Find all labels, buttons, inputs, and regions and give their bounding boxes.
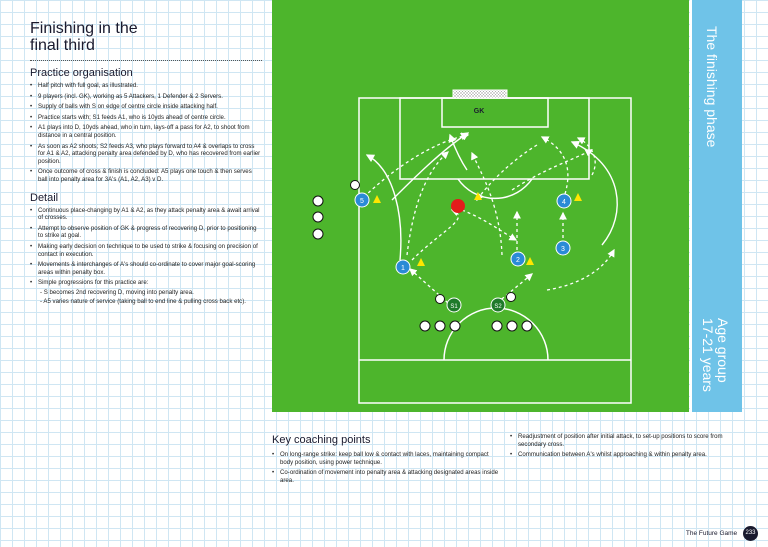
attacker-1 — [395, 259, 411, 275]
ball — [434, 320, 446, 332]
dotted-rule — [30, 60, 262, 61]
list-item: Co-ordination of movement into penalty a… — [272, 469, 502, 484]
server-s1 — [446, 297, 462, 313]
list-item: Communication between A's whilst approac… — [510, 451, 740, 459]
overlap-a4 — [540, 136, 569, 195]
pitch-diagram: GK — [272, 0, 689, 412]
detail-heading: Detail — [30, 191, 59, 204]
goal-net — [452, 89, 508, 99]
attacker-4 — [556, 193, 572, 209]
coaching-column-left: Key coaching points On long-range strike… — [272, 434, 502, 487]
list-item: Readjustment of position after initial a… — [510, 433, 740, 448]
left-column: Finishing in the final third Practice or… — [30, 20, 262, 309]
ball — [491, 320, 503, 332]
pass-lines — [363, 132, 615, 304]
ball — [312, 228, 324, 240]
ball — [419, 320, 431, 332]
server-s2-label: S2 — [494, 304, 502, 310]
attackers: 5 1 2 3 4 — [354, 192, 572, 275]
layoff-d-a2 — [461, 209, 518, 241]
gk-label: GK — [474, 108, 485, 115]
list-item: Attempt to observe position of GK & prog… — [30, 225, 262, 240]
pitch-svg: GK — [312, 89, 632, 404]
list-item: On long-range strike: keep ball low & co… — [272, 451, 502, 466]
run-a3 — [546, 248, 615, 291]
cone — [417, 258, 425, 266]
attacker-1-label: 1 — [401, 265, 405, 272]
run-a5-solid — [391, 132, 470, 201]
ball — [506, 292, 516, 302]
page-footer: The Future Game 233 — [686, 526, 758, 541]
pass-a1-d — [411, 208, 460, 261]
organisation-list: Half pitch with full goal, as illustrate… — [30, 82, 262, 184]
organisation-heading: Practice organisation — [30, 67, 133, 79]
penalty-area — [399, 97, 590, 180]
server-s1-label: S1 — [450, 304, 458, 310]
run-a3-solid — [570, 140, 618, 246]
list-item: Continuous place-changing by A1 & A2, as… — [30, 207, 262, 222]
footer-label: The Future Game — [685, 530, 738, 538]
progression-1: - S becomes 2nd recovering D, moving int… — [40, 288, 194, 296]
six-yard-box — [441, 97, 549, 128]
coaching-column-right: Readjustment of position after initial a… — [510, 433, 740, 462]
servers: S1 S2 — [446, 297, 506, 313]
defender — [451, 199, 465, 213]
pitch-lines — [358, 97, 632, 404]
list-item: As soon as A2 shoots; S2 feeds A3, who p… — [30, 143, 262, 166]
solid-runs — [365, 132, 618, 261]
attacker-4-label: 4 — [562, 199, 566, 206]
attacker-3 — [555, 240, 571, 256]
centre-circle — [443, 307, 549, 361]
ball — [449, 320, 461, 332]
ball — [312, 195, 324, 207]
run-a1-solid — [365, 154, 402, 261]
server-s2 — [490, 297, 506, 313]
phase-label: The finishing phase — [704, 26, 720, 148]
list-item: Making early decision on technique to be… — [30, 243, 262, 258]
cone — [526, 257, 534, 265]
list-item: Supply of balls with S on edge of centre… — [30, 103, 262, 111]
ball — [350, 180, 360, 190]
penalty-arc — [457, 178, 533, 200]
ball — [435, 294, 445, 304]
list-item: A1 plays into D, 10yds ahead, who in tur… — [30, 124, 262, 139]
cross — [476, 144, 538, 202]
attacker-5 — [354, 192, 370, 208]
attacker-2 — [510, 251, 526, 267]
list-item: Once outcome of cross & finish is conclu… — [30, 168, 262, 183]
list-item: 9 players (incl. GK), working as 5 Attac… — [30, 93, 262, 101]
run-solid-centre — [448, 133, 468, 171]
page-title: Finishing in the final third — [30, 20, 138, 54]
cone — [373, 195, 381, 203]
detail-list: Continuous place-changing by A1 & A2, as… — [30, 207, 262, 307]
ball — [506, 320, 518, 332]
attacker-5-label: 5 — [360, 198, 364, 205]
page-number: 233 — [743, 526, 758, 541]
cones — [373, 192, 582, 266]
list-item: Half pitch with full goal, as illustrate… — [30, 82, 262, 90]
attacker-3-label: 3 — [561, 246, 565, 253]
age-group-label: Age group 17-21 years — [700, 318, 731, 392]
run-a1 — [406, 151, 449, 256]
balls — [312, 180, 533, 332]
list-item: Movements & interchanges of A's should c… — [30, 261, 262, 276]
coaching-heading: Key coaching points — [272, 434, 371, 446]
ball — [521, 320, 533, 332]
attacker-2-label: 2 — [516, 257, 520, 264]
run-a4 — [576, 137, 596, 176]
list-item: Practice starts with; S1 feeds A1, who i… — [30, 114, 262, 122]
cone — [474, 192, 482, 200]
progression-2: - A5 varies nature of service (taking ba… — [40, 298, 246, 306]
sidebar-band: The finishing phase Age group 17-21 year… — [690, 0, 742, 412]
ball — [312, 211, 324, 223]
list-item: Simple progressions for this practice ar… — [30, 279, 262, 306]
run-a2 — [471, 151, 503, 256]
defender-recover — [511, 149, 594, 191]
cone — [574, 193, 582, 201]
feed-s2-a3 — [496, 273, 534, 304]
